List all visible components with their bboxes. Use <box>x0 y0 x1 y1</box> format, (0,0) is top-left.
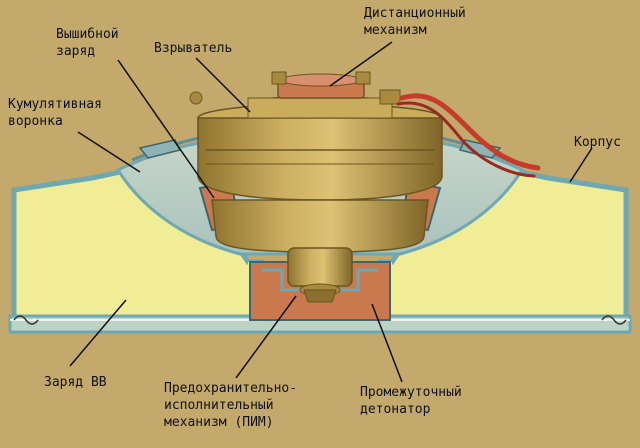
safety-mechanism-assembly <box>249 247 391 321</box>
label-intermediate-detonator-line1: Промежуточный <box>360 385 462 400</box>
label-expelling-charge-line1: Вышибной <box>56 27 119 42</box>
label-cumulative-funnel: Кумулятивная воронка <box>8 96 102 130</box>
label-distance-mechanism-line2: механизм <box>364 23 427 38</box>
label-expelling-charge-line2: заряд <box>56 44 96 59</box>
label-distance-mechanism-line1: Дистанционный <box>364 6 466 21</box>
casing-rim <box>138 139 502 159</box>
label-safety-mechanism-line2: исполнительный <box>164 398 274 413</box>
label-safety-mechanism-line1: Предохранительно- <box>164 381 298 396</box>
distance-mechanism <box>189 71 401 105</box>
label-cumulative-funnel-line2: воронка <box>8 114 63 129</box>
label-expelling-charge: Вышибной заряд <box>56 26 119 60</box>
label-distance-mechanism: Дистанционный механизм <box>364 5 466 39</box>
fuze-body <box>197 95 443 253</box>
label-safety-mechanism-line3: механизм (ПИМ) <box>164 415 274 430</box>
wires <box>396 93 541 178</box>
label-fuze: Взрыватель <box>154 41 233 56</box>
casing-bottom <box>8 314 632 334</box>
label-intermediate-detonator-line2: детонатор <box>360 402 431 417</box>
label-explosive-charge: Заряд ВВ <box>44 375 107 390</box>
label-intermediate-detonator: Промежуточный детонатор <box>360 384 462 418</box>
label-body: Корпус <box>574 135 621 150</box>
label-cumulative-funnel-line1: Кумулятивная <box>8 97 102 112</box>
label-safety-mechanism: Предохранительно- исполнительный механиз… <box>164 380 297 431</box>
leader-lines <box>69 41 593 383</box>
